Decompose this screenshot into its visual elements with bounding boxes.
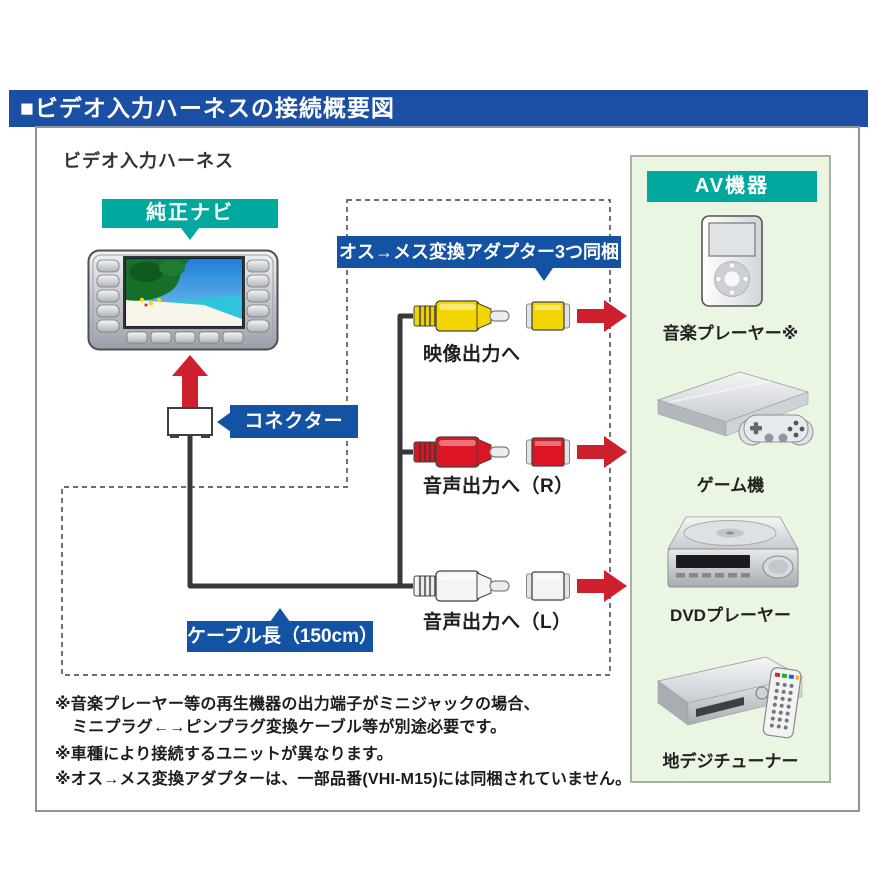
note-line: ※車種により接続するユニットが異なります。 xyxy=(55,746,393,763)
nav-left-buttons xyxy=(96,259,120,333)
oem-nav-tag: 純正ナビ xyxy=(102,199,278,240)
remote-control xyxy=(762,667,802,739)
note-line: ミニプラグ←→ピンプラグ変換ケーブル等が別途必要です。 xyxy=(72,719,507,736)
connector-tag: コネクター xyxy=(217,405,358,438)
music-player-label: 音楽プレーヤー※ xyxy=(662,324,799,343)
rca-adapter-red-icon xyxy=(526,437,570,467)
section-label: ビデオ入力ハーネス xyxy=(63,151,234,171)
oem-nav-tag-pointer xyxy=(181,228,199,240)
note-line: ※音楽プレーヤー等の再生機器の出力端子がミニジャックの場合、 xyxy=(55,696,540,713)
nav-right-buttons xyxy=(246,259,270,333)
av-devices-panel: AV機器 音楽プレーヤー※ xyxy=(630,155,831,783)
rca-adapter-yellow-icon xyxy=(526,301,570,331)
audio-r-output-label: 音声出力へ（R） xyxy=(423,476,574,497)
car-nav-unit xyxy=(87,249,279,351)
oem-nav-tag-label: 純正ナビ xyxy=(146,202,234,224)
video-output-label: 映像出力へ xyxy=(423,344,521,365)
cable-length-tag-label: ケーブル長（150cm） xyxy=(187,626,379,647)
cable-length-tag: ケーブル長（150cm） xyxy=(187,608,378,652)
tv-tuner-icon xyxy=(657,656,804,739)
rca-plug-white-icon xyxy=(413,570,510,602)
connector-tag-label: コネクター xyxy=(244,411,344,432)
dvd-player-icon xyxy=(667,516,799,588)
music-player-icon xyxy=(701,215,763,307)
audio-l-output-label: 音声出力へ（L） xyxy=(423,612,572,633)
rca-plug-red-icon xyxy=(413,436,510,468)
note-line: ※オス→メス変換アダプターは、一部品番(VHI-M15)には同梱されていません。 xyxy=(55,771,632,788)
title-bar: ■ビデオ入力ハーネスの接続概要図 xyxy=(9,90,868,127)
right-arrow-icon xyxy=(577,436,627,468)
rca-adapter-white-icon xyxy=(526,571,570,601)
nav-bottom-buttons xyxy=(126,331,244,344)
cable-main xyxy=(187,434,413,589)
up-arrow-icon xyxy=(172,355,208,407)
page-title: ■ビデオ入力ハーネスの接続概要図 xyxy=(20,95,395,121)
nav-screen-beach-image xyxy=(126,259,242,326)
cable-video-branch xyxy=(397,313,413,586)
dvd-player-label: DVDプレーヤー xyxy=(670,606,791,625)
game-controller xyxy=(738,414,814,446)
adapter-tag-pointer xyxy=(535,268,553,281)
game-console-icon xyxy=(656,371,814,446)
adapter-tag: オス→メス変換アダプター3つ同梱 xyxy=(337,236,621,281)
harness-connector xyxy=(167,407,213,438)
right-arrow-icon xyxy=(577,570,627,602)
game-console-label: ゲーム機 xyxy=(696,476,765,495)
adapter-tag-label: オス→メス変換アダプター3つ同梱 xyxy=(338,242,619,262)
harness-dashed-boundary xyxy=(61,199,611,676)
connector-tag-pointer xyxy=(217,412,231,432)
tv-tuner-label: 地デジチューナー xyxy=(662,752,799,771)
cable-length-tag-pointer xyxy=(270,608,290,622)
rca-plug-yellow-icon xyxy=(413,300,510,332)
right-arrow-icon xyxy=(577,300,627,332)
av-panel-title: AV機器 xyxy=(647,171,817,202)
